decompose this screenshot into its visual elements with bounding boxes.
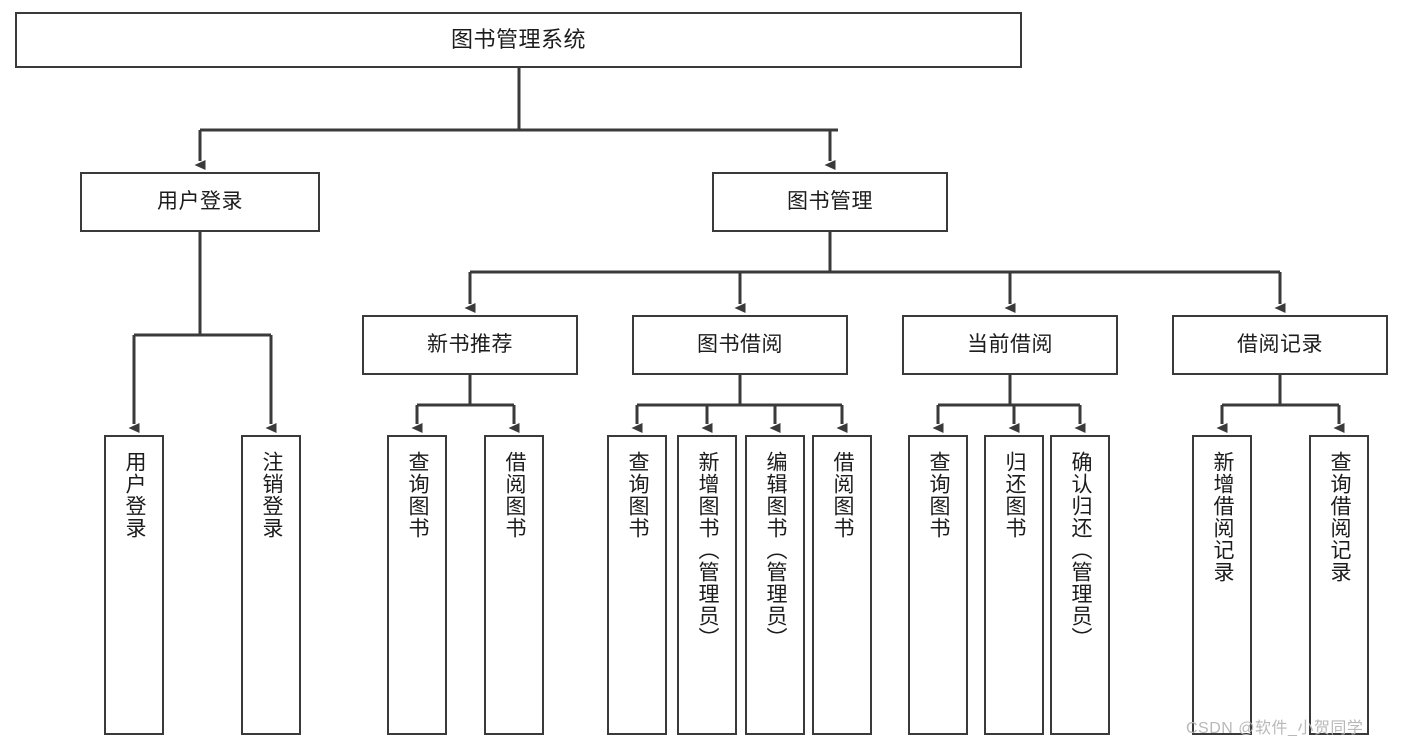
node-label: 新增图书（管理员） — [696, 451, 720, 649]
leaf-query-book-borrow[interactable]: 查询图书 — [607, 435, 667, 735]
node-label: 编辑图书（管理员） — [764, 451, 788, 649]
leaf-query-borrow-record[interactable]: 查询借阅记录 — [1309, 435, 1369, 735]
leaf-logout-login[interactable]: 注销登录 — [241, 435, 301, 735]
node-label: 借阅图书 — [503, 451, 527, 539]
leaf-confirm-return-admin[interactable]: 确认归还（管理员） — [1050, 435, 1110, 735]
node-label: 用户登录 — [123, 451, 147, 539]
leaf-borrow-book-recommend[interactable]: 借阅图书 — [484, 435, 544, 735]
node-label: 归还图书 — [1003, 451, 1027, 539]
node-label: 借阅图书 — [831, 451, 855, 539]
node-label: 新增借阅记录 — [1211, 451, 1235, 583]
node-borrow-record[interactable]: 借阅记录 — [1172, 315, 1388, 375]
node-user-login[interactable]: 用户登录 — [80, 172, 320, 232]
node-label: 图书管理系统 — [450, 27, 586, 53]
leaf-user-login[interactable]: 用户登录 — [104, 435, 164, 735]
node-label: 查询图书 — [927, 451, 951, 539]
node-label: 新书推荐 — [427, 332, 513, 356]
node-label: 查询图书 — [626, 451, 650, 539]
node-label: 图书借阅 — [697, 332, 783, 356]
node-label: 注销登录 — [260, 451, 284, 539]
node-root-book-management-system[interactable]: 图书管理系统 — [15, 12, 1022, 68]
node-current-borrow[interactable]: 当前借阅 — [902, 315, 1118, 375]
node-label: 图书管理 — [787, 189, 873, 213]
node-book-borrow[interactable]: 图书借阅 — [632, 315, 848, 375]
leaf-return-book[interactable]: 归还图书 — [984, 435, 1044, 735]
csdn-watermark: CSDN @软件_小贺同学 — [1186, 720, 1364, 737]
node-label: 查询借阅记录 — [1328, 451, 1352, 583]
leaf-add-book-admin[interactable]: 新增图书（管理员） — [677, 435, 737, 735]
node-label: 查询图书 — [406, 451, 430, 539]
node-label: 用户登录 — [157, 189, 243, 213]
node-label: 借阅记录 — [1237, 332, 1323, 356]
node-book-management[interactable]: 图书管理 — [712, 172, 948, 232]
leaf-add-borrow-record[interactable]: 新增借阅记录 — [1192, 435, 1252, 735]
node-label: 当前借阅 — [967, 332, 1053, 356]
leaf-edit-book-admin[interactable]: 编辑图书（管理员） — [745, 435, 805, 735]
leaf-borrow-book[interactable]: 借阅图书 — [812, 435, 872, 735]
node-label: 确认归还（管理员） — [1069, 451, 1093, 649]
leaf-query-book-recommend[interactable]: 查询图书 — [387, 435, 447, 735]
node-new-book-recommend[interactable]: 新书推荐 — [362, 315, 578, 375]
leaf-query-book-current[interactable]: 查询图书 — [908, 435, 968, 735]
